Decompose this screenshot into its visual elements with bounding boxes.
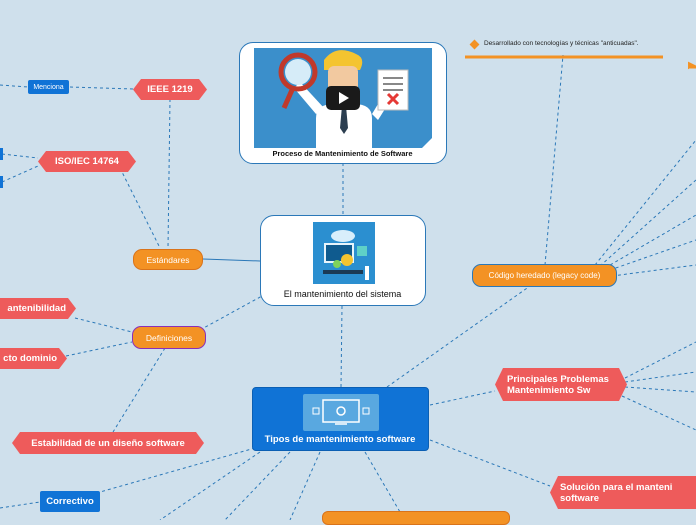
video-caption: Proceso de Mantenimiento de Software (272, 149, 413, 158)
monitor-gears-icon (313, 222, 375, 284)
menciona-node[interactable]: Menciona (28, 80, 69, 94)
ieee-1219-node[interactable]: IEEE 1219 (133, 79, 207, 100)
left-stub-2 (0, 176, 3, 188)
bottom-orange-node[interactable] (322, 511, 510, 525)
dominio-node[interactable]: cto dominio (0, 348, 67, 369)
note-text: Desarrollado con tecnologías y técnicas … (484, 40, 639, 47)
correctivo-node[interactable]: Correctivo (40, 491, 100, 512)
monitor-settings-icon (303, 394, 379, 431)
solucion-node[interactable]: Solución para el manteni software (550, 476, 696, 509)
tipos-mantenimiento-node[interactable]: Tipos de mantenimiento software (252, 387, 429, 451)
solucion-line2: software (560, 492, 600, 504)
problemas-node[interactable]: Principales Problemas Mantenimiento Sw (495, 368, 627, 401)
note-item[interactable]: Desarrollado con tecnologías y técnicas … (469, 39, 670, 53)
problemas-line2: Mantenimiento Sw (507, 384, 591, 396)
orange-arrow-icon: ▶ (688, 60, 696, 71)
tipos-label: Tipos de mantenimiento software (264, 434, 416, 445)
iso-iec-14764-node[interactable]: ISO/IEC 14764 (38, 151, 136, 172)
solucion-line1: Solución para el manteni (560, 481, 673, 493)
estabilidad-node[interactable]: Estabilidad de un diseño software (12, 432, 204, 454)
left-stub-1 (0, 148, 3, 160)
video-thumbnail[interactable] (254, 48, 432, 148)
video-card[interactable]: Proceso de Mantenimiento de Software (239, 42, 447, 164)
legacy-code-node[interactable]: Código heredado (legacy code) (472, 264, 617, 287)
central-topic[interactable]: El mantenimiento del sistema (260, 215, 426, 306)
play-button-icon[interactable] (326, 86, 360, 110)
diamond-icon (469, 39, 480, 50)
mantenibilidad-node[interactable]: antenibilidad (0, 298, 76, 319)
central-topic-label: El mantenimiento del sistema (283, 289, 402, 299)
estandares-node[interactable]: Estándares (133, 249, 203, 270)
definiciones-node[interactable]: Definiciones (132, 326, 206, 349)
problemas-line1: Principales Problemas (507, 373, 609, 385)
maintenance-illustration (254, 48, 432, 148)
